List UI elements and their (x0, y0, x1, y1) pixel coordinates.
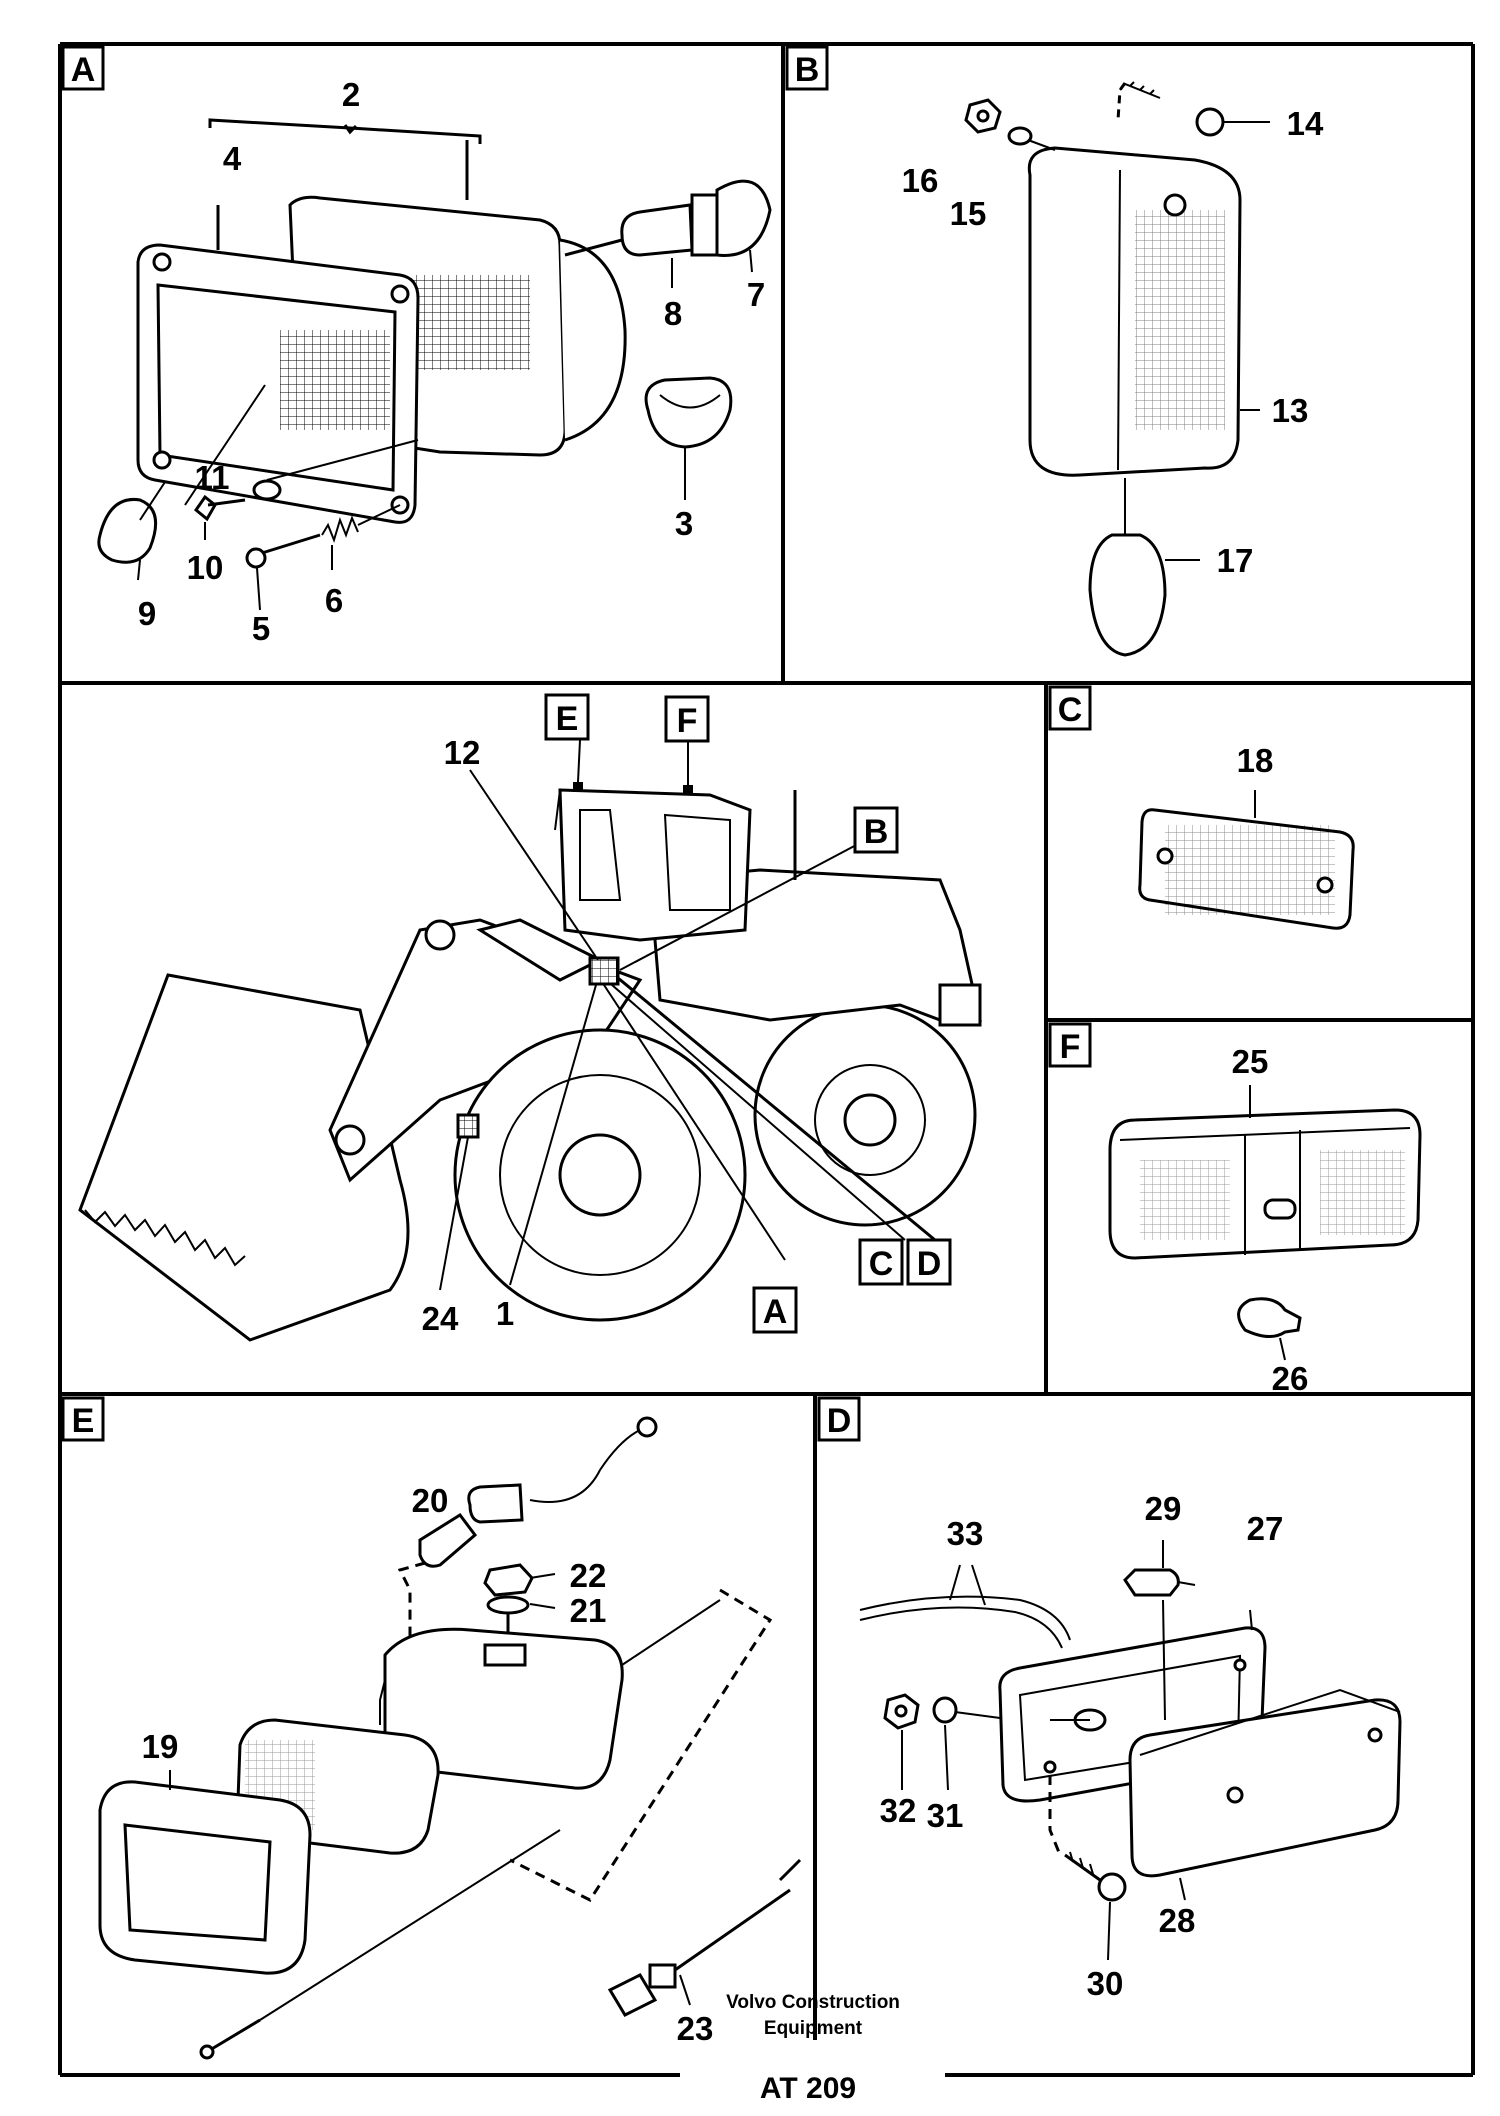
callout-b-box (853, 806, 899, 854)
svg-text:E: E (72, 1402, 95, 1440)
label-4: 4 (223, 140, 242, 177)
svg-text:B: B (864, 813, 889, 851)
svg-text:C: C (1058, 691, 1083, 729)
label-19: 19 (142, 1728, 179, 1765)
label-33: 33 (947, 1515, 984, 1552)
loader-overview (78, 739, 982, 1342)
section-a-drawing (97, 118, 772, 611)
label-17: 17 (1217, 542, 1254, 579)
svg-text:A: A (763, 1293, 788, 1331)
section-d-drawing (859, 1540, 1402, 1961)
label-2: 2 (342, 76, 360, 113)
label-7: 7 (747, 276, 765, 313)
label-27: 27 (1247, 1510, 1284, 1547)
section-d-tag: D (817, 1396, 861, 1442)
callout-d-box (906, 1238, 952, 1286)
svg-text:D: D (827, 1402, 852, 1440)
section-e-drawing (98, 1416, 802, 2060)
overview-callouts: E F B C D A 12 24 1 (422, 693, 952, 1337)
label-10: 10 (187, 549, 224, 586)
label-32: 32 (880, 1792, 917, 1829)
label-11: 11 (195, 459, 230, 496)
label-6: 6 (325, 582, 343, 619)
label-22: 22 (570, 1557, 607, 1594)
sheet-frame (58, 42, 1475, 2077)
section-c-drawing (1138, 790, 1355, 930)
label-15: 15 (950, 195, 987, 232)
section-a-labels: 2 4 7 8 3 11 10 9 5 6 (138, 76, 765, 647)
callout-c-box (858, 1238, 904, 1286)
footer: Volvo Construction Equipment AT 209 (726, 1992, 900, 2105)
label-28: 28 (1159, 1902, 1196, 1939)
label-16: 16 (902, 162, 939, 199)
svg-text:F: F (677, 702, 698, 740)
svg-text:F: F (1060, 1028, 1081, 1066)
section-f-labels: 25 26 (1232, 1043, 1309, 1397)
section-c-tag: C (1048, 685, 1092, 731)
section-f-drawing (1108, 1085, 1422, 1361)
section-b-tag: B (785, 45, 829, 91)
label-20: 20 (412, 1482, 449, 1519)
label-12: 12 (444, 734, 481, 771)
svg-text:A: A (71, 51, 96, 89)
label-30: 30 (1087, 1965, 1124, 2002)
label-14: 14 (1287, 105, 1324, 142)
label-5: 5 (252, 610, 270, 647)
label-1: 1 (496, 1295, 514, 1332)
section-e-tag: E (61, 1396, 105, 1442)
section-b-drawing (964, 81, 1270, 657)
section-f-tag: F (1048, 1022, 1092, 1068)
section-e-labels: 20 22 21 19 23 (142, 1482, 714, 2047)
company-line-1: Volvo Construction (726, 1992, 900, 2013)
callout-f-box (664, 695, 710, 743)
label-8: 8 (664, 295, 682, 332)
label-29: 29 (1145, 1490, 1182, 1527)
label-13: 13 (1272, 392, 1309, 429)
label-21: 21 (570, 1592, 607, 1629)
label-31: 31 (927, 1797, 964, 1834)
svg-text:E: E (556, 700, 579, 738)
label-9: 9 (138, 595, 156, 632)
label-3: 3 (675, 505, 693, 542)
label-26: 26 (1272, 1360, 1309, 1397)
section-c-labels: 18 (1237, 742, 1274, 779)
label-25: 25 (1232, 1043, 1269, 1080)
callout-a-box (752, 1286, 798, 1334)
svg-text:C: C (869, 1245, 894, 1283)
company-line-2: Equipment (764, 2018, 863, 2039)
label-23: 23 (677, 2010, 714, 2047)
callout-e-box (544, 693, 590, 741)
label-24: 24 (422, 1300, 459, 1337)
svg-text:D: D (917, 1245, 942, 1283)
section-d-labels: 33 29 27 32 31 28 30 (880, 1490, 1284, 2002)
svg-text:B: B (795, 51, 820, 89)
doc-code: AT 209 (760, 2072, 856, 2105)
section-b-labels: 14 16 15 13 17 (902, 105, 1324, 579)
label-18: 18 (1237, 742, 1274, 779)
section-a-tag: A (61, 45, 105, 91)
